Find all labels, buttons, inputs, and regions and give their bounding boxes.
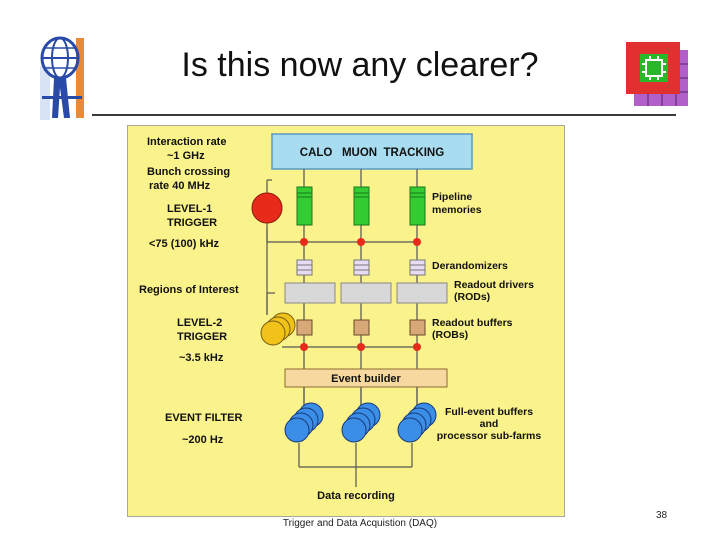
data-recording-label: Data recording xyxy=(317,490,395,502)
rod-label: Readout drivers xyxy=(454,279,534,291)
interaction-rate-value: ~1 GHz xyxy=(167,150,205,162)
pipeline-memories-label: memories xyxy=(432,204,482,216)
chip-logo xyxy=(626,42,688,106)
detector-box xyxy=(271,133,473,170)
level1-trigger-label: TRIGGER xyxy=(167,217,217,229)
level2-label: LEVEL-2 xyxy=(177,317,222,329)
event-builder-box xyxy=(284,368,448,388)
feb-label: Full-event buffers xyxy=(445,406,533,418)
readout-buffers xyxy=(296,319,426,336)
feb-and: and xyxy=(480,418,499,430)
detector-box-label: CALO MUON TRACKING xyxy=(300,147,444,159)
derandomizers-label: Derandomizers xyxy=(432,260,508,272)
l1-accept-dots xyxy=(300,238,421,246)
derandomizers xyxy=(296,259,426,276)
rob-label: Readout buffers xyxy=(432,317,513,329)
atlas-logo xyxy=(40,36,84,120)
processor-subfarms-label: processor sub-farms xyxy=(437,430,542,442)
l2-accept-dots xyxy=(300,343,421,351)
page-number: 38 xyxy=(656,510,668,521)
rob-abbrev: (ROBs) xyxy=(432,329,468,341)
level1-label: LEVEL-1 xyxy=(167,203,212,215)
level1-trigger-node xyxy=(251,192,283,224)
readout-drivers xyxy=(284,282,448,304)
level1-rate: <75 (100) kHz xyxy=(149,238,220,250)
level2-trigger-node xyxy=(260,312,296,346)
interaction-rate-label: Interaction rate xyxy=(147,136,226,148)
event-filter-label: EVENT FILTER xyxy=(165,412,242,424)
pipeline-memories xyxy=(296,186,426,226)
level2-rate: ~3.5 kHz xyxy=(179,352,224,364)
event-builder-label: Event builder xyxy=(331,373,401,385)
event-filter-rate: ~200 Hz xyxy=(182,434,224,446)
bunch-crossing-rate: rate 40 MHz xyxy=(149,180,211,192)
daq-diagram: CALO MUON TRACKING xyxy=(127,125,565,517)
processor-farms xyxy=(284,402,437,443)
bunch-crossing-label: Bunch crossing xyxy=(147,166,230,178)
pipeline-label: Pipeline xyxy=(432,191,472,203)
diagram-background xyxy=(127,125,565,517)
slide-footer: Trigger and Data Acquistion (DAQ) xyxy=(282,518,438,529)
title-divider xyxy=(92,114,676,116)
level2-trigger-label: TRIGGER xyxy=(177,331,227,343)
rod-abbrev: (RODs) xyxy=(454,291,490,303)
roi-label: Regions of Interest xyxy=(139,284,239,296)
slide-title: Is this now any clearer? xyxy=(181,46,539,84)
